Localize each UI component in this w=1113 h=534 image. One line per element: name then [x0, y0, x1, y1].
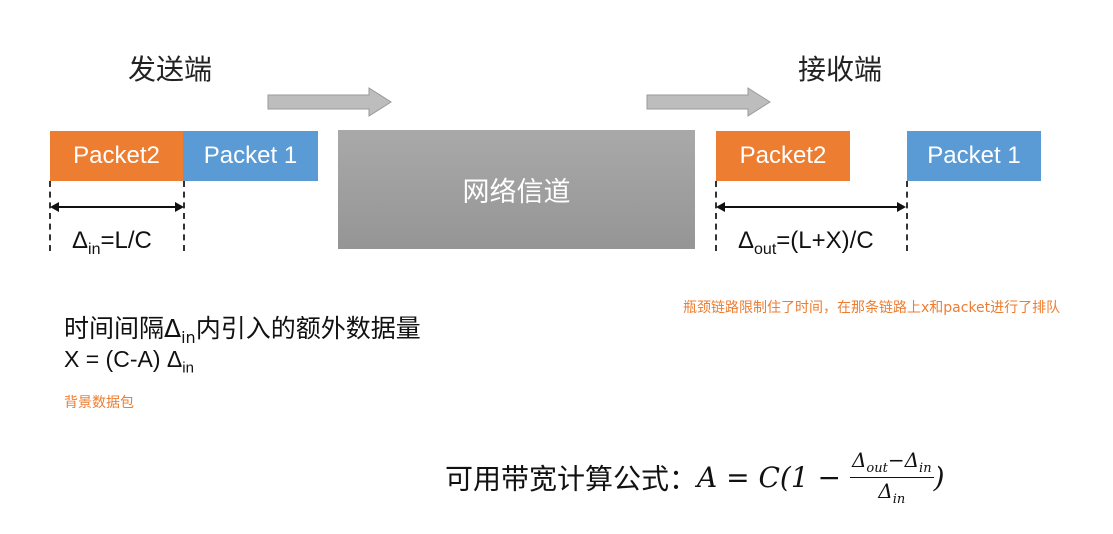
receiver-title: 接收端 — [798, 53, 883, 86]
delta-in-interval-icon — [50, 202, 184, 212]
background-packet-note: 背景数据包 — [64, 395, 134, 411]
delta-in-label: Δin=L/C — [72, 227, 152, 258]
flow-arrow-out-icon — [646, 87, 771, 117]
delta-out-right-guide — [906, 181, 908, 251]
delta-out-left-guide — [715, 181, 717, 251]
receiver-packet-1: Packet 1 — [907, 131, 1041, 181]
flow-arrow-in-icon — [267, 87, 392, 117]
sender-packet-1: Packet 1 — [183, 131, 318, 181]
delta-in-left-guide — [49, 181, 51, 251]
bandwidth-formula: 可用带宽计算公式：A = C(1 − Δout−Δin Δin ) — [445, 448, 945, 507]
formula-prefix: 可用带宽计算公式： — [445, 462, 698, 496]
extra-data-line1: 时间间隔Δin内引入的额外数据量 — [64, 314, 421, 347]
delta-out-label: Δout=(L+X)/C — [738, 227, 874, 258]
formula-fraction: Δout−Δin Δin — [849, 448, 934, 507]
bottleneck-note: 瓶颈链路限制住了时间，在那条链路上x和packet进行了排队 — [683, 300, 1061, 316]
delta-in-right-guide — [183, 181, 185, 251]
receiver-packet-2: Packet2 — [716, 131, 850, 181]
sender-packet-2: Packet2 — [50, 131, 183, 181]
formula-lhs: A = C(1 − — [697, 461, 842, 494]
sender-title: 发送端 — [128, 53, 213, 86]
network-channel: 网络信道 — [338, 130, 695, 249]
extra-data-line2: X = (C-A) Δin — [64, 346, 194, 377]
formula-close: ) — [933, 461, 945, 494]
delta-out-interval-icon — [716, 202, 906, 212]
